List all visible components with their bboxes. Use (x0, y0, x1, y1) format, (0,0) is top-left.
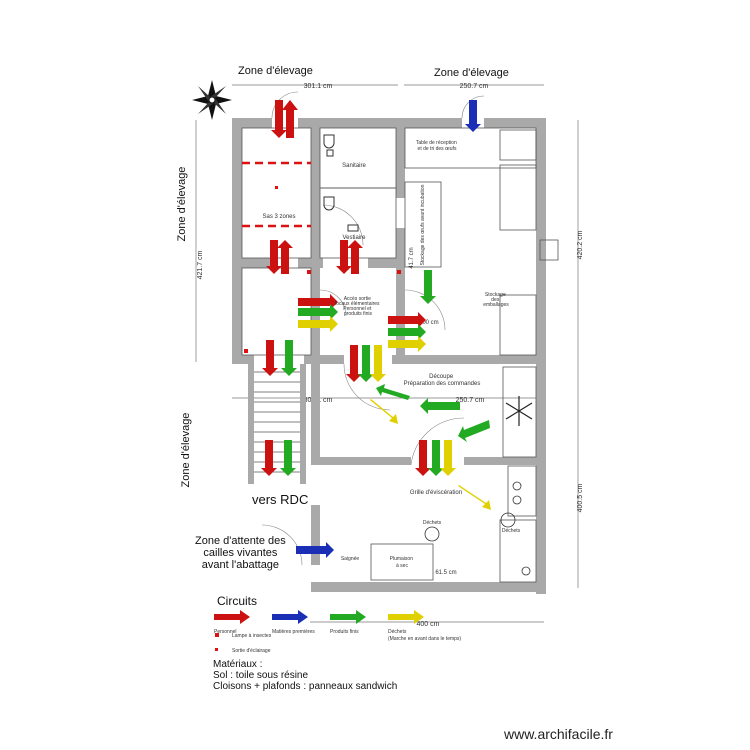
walls (232, 118, 546, 594)
plumaison-l2: à sec (396, 563, 408, 569)
materials-l1: Matériaux : (213, 659, 263, 670)
room-table-reception: Table de réception et de tri des œufs (416, 140, 458, 152)
legend: Personnel Matières premières Produits fi… (214, 610, 461, 654)
room-decoupe: Découpe Préparation des commandes (404, 374, 481, 387)
legend-socket-marker (215, 648, 218, 651)
legend-matieres: Matières premières (272, 629, 315, 635)
decoupe-l2: Préparation des commandes (404, 381, 481, 387)
lamp-markers (244, 186, 401, 353)
legend-lamp-marker (215, 633, 219, 637)
room-vestiaire: Vestiaire (342, 235, 366, 241)
materials-l3: Cloisons + plafonds : panneaux sandwich (213, 681, 398, 692)
zone-top-right: Zone d'élevage (434, 67, 509, 79)
room-plumaison: Plumaison à sec (390, 556, 415, 569)
zone-left-lower: Zone d'élevage (180, 412, 192, 488)
sanitary-icons (323, 134, 359, 232)
stockage-l2: des (491, 297, 500, 303)
table-l2: et de tri des œufs (418, 146, 457, 152)
room-saignee: Saignée (341, 556, 360, 562)
legend-produits-arrow (330, 610, 366, 624)
acces-l4: produits finis (344, 311, 373, 317)
produits-arrows (280, 270, 490, 476)
attente-l2: cailles vivantes (203, 547, 278, 559)
stockage-l3: emballages (483, 302, 509, 308)
dim-mid-right: 250.7 cm (456, 397, 485, 404)
personnel-arrows (261, 100, 431, 476)
dim-inner-2: 1.00 cm (417, 320, 438, 326)
dim-inner-1: 41.7 cm (409, 247, 415, 268)
legend-dechets-arrow (388, 610, 424, 624)
room-acces: Accès sortie locaux élémentaires Personn… (335, 296, 381, 317)
compass-icon (192, 80, 232, 120)
sas-separators (242, 161, 311, 228)
vers-rdc: vers RDC (252, 492, 309, 507)
partitions (241, 127, 559, 583)
legend-dechets: Déchets (388, 629, 407, 635)
dim-inner-3: 61.5 cm (435, 570, 456, 576)
dim-right-lower: 400.5 cm (577, 483, 584, 512)
legend-personnel: Personnel (214, 629, 237, 635)
legend-personnel-arrow (214, 610, 250, 624)
dim-top-left: 301.1 cm (304, 83, 333, 90)
watermark[interactable]: www.archifacile.fr (504, 726, 613, 742)
snowflake-icon (505, 396, 533, 426)
room-grille: Grille d'éviscération (410, 490, 462, 496)
matieres-arrows (296, 100, 481, 558)
legend-dechets-note: (Marche en avant dans le temps) (388, 636, 461, 642)
sinks (424, 481, 531, 576)
zone-top-left: Zone d'élevage (238, 65, 313, 77)
dim-left: 421.7 cm (197, 250, 204, 279)
legend-title: Circuits (217, 594, 258, 608)
decoupe-l1: Découpe (429, 374, 454, 380)
room-sanitaire: Sanitaire (342, 163, 366, 169)
attente-l1: Zone d'attente des (195, 535, 286, 547)
legend-socket: Sortie d'éclairage (232, 648, 271, 654)
zone-left-upper: Zone d'élevage (176, 166, 188, 242)
plumaison-l1: Plumaison (390, 556, 414, 562)
materials-l2: Sol : toile sous résine (213, 670, 309, 681)
legend-matieres-arrow (272, 610, 308, 624)
acces-l2: locaux élémentaires (335, 301, 380, 307)
attente-l3: avant l'abattage (201, 559, 280, 571)
room-sas: Sas 3 zones (262, 214, 295, 220)
table-l1: Table de réception (416, 140, 457, 146)
room-labels: Sas 3 zones Sanitaire Vestiaire Découpe … (262, 140, 520, 569)
acces-l1: Accès sortie (344, 296, 371, 302)
room-stockage-oeufs: Stockage des œufs avant incubation (420, 184, 426, 265)
dimension-lines (195, 84, 579, 623)
acces-l3: Personnel et (343, 306, 372, 312)
stairs (254, 371, 300, 473)
zone-attente: Zone d'attente des cailles vivantes avan… (195, 535, 286, 571)
dim-right-upper: 420.2 cm (577, 230, 584, 259)
dim-bottom: 400 cm (417, 621, 440, 628)
flow-arrows (261, 100, 491, 558)
dechets-arrows (298, 316, 491, 510)
legend-produits: Produits finis (330, 629, 359, 635)
stockage-l1: Stockage (485, 292, 506, 298)
materials-block: Matériaux : Sol : toile sous résine Cloi… (213, 659, 397, 692)
room-stockage: Stockage des emballages (483, 292, 509, 308)
legend-lamp: Lampe à insectes (232, 633, 272, 639)
dim-top-right: 250.7 cm (460, 83, 489, 90)
room-dechets-2: Déchets (502, 528, 521, 534)
room-dechets-1: Déchets (423, 520, 442, 526)
